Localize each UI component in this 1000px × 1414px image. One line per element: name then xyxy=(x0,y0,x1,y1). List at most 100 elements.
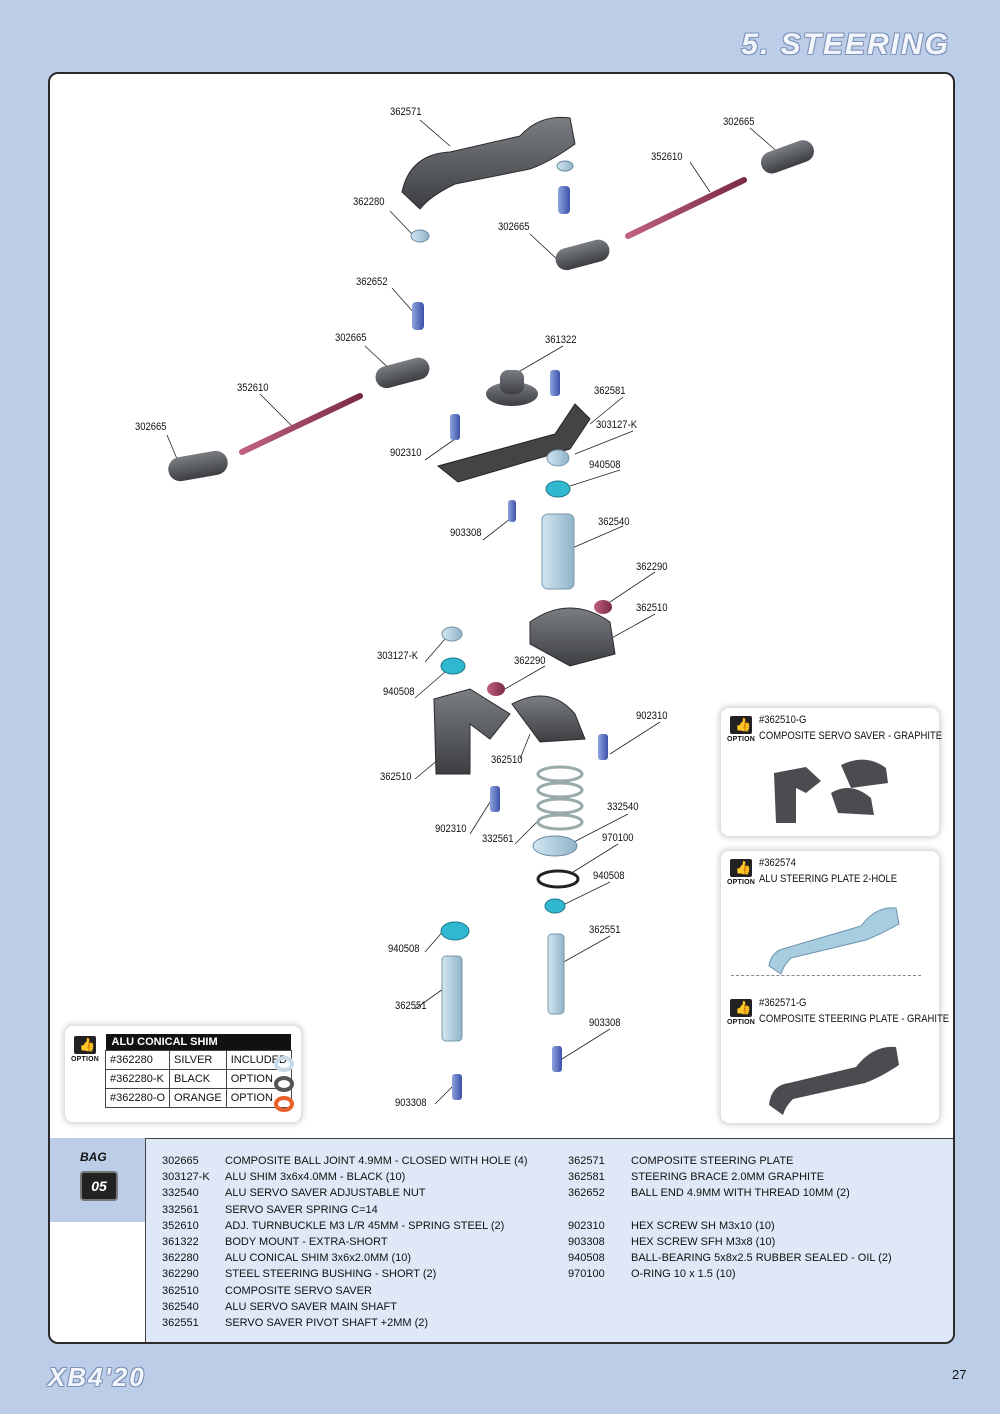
exploded-diagram xyxy=(166,116,814,1105)
part-code: 362581 xyxy=(568,1171,605,1184)
body-mount-part xyxy=(486,370,538,406)
table-row: #362280-K BLACK OPTION xyxy=(104,1069,292,1089)
thumbs-up-icon: 👍 OPTION xyxy=(727,859,756,886)
part-callout-label: 362280 xyxy=(353,196,385,208)
part-description: HEX SCREW SFH M3x8 (10) xyxy=(631,1235,776,1248)
part-callout-label: 940508 xyxy=(593,870,625,882)
shim-swatches xyxy=(274,1056,294,1112)
adjustable-nut-part xyxy=(532,835,578,857)
list-item: 302665 COMPOSITE BALL JOINT 4.9MM - CLOSE… xyxy=(162,1153,528,1169)
bearing-part xyxy=(440,480,571,941)
part-code: 352610 xyxy=(162,1219,199,1232)
option-servo-saver-graphite: 👍 OPTION #362510-G COMPOSITE SERVO SAVER… xyxy=(721,708,943,836)
part-callout-label: 362510 xyxy=(636,602,668,614)
option-name: COMPOSITE SERVO SAVER - GRAPHITE xyxy=(759,730,943,742)
brand-logo: XB4'20 xyxy=(48,1362,146,1392)
servo-saver-graphite-illustration xyxy=(774,759,888,823)
part-callout-label: 902310 xyxy=(435,823,467,835)
part-callout-label: 332561 xyxy=(482,833,514,845)
option-steering-plates: 👍 OPTION #362574 ALU STEERING PLATE 2-HO… xyxy=(721,851,949,1123)
option-name: COMPOSITE STEERING PLATE - GRAHITE xyxy=(759,1013,950,1025)
part-code: 362540 xyxy=(162,1300,199,1313)
part-callout-label: 332540 xyxy=(607,801,639,813)
parts-list-left: 302665 COMPOSITE BALL JOINT 4.9MM - CLOSE… xyxy=(162,1153,528,1331)
screw-part xyxy=(450,370,608,1100)
option-code: #362574 xyxy=(759,857,796,869)
list-item xyxy=(568,1202,892,1218)
part-code: 332540 xyxy=(162,1187,199,1200)
part-callout-label: 362290 xyxy=(636,561,668,573)
part-description: SERVO SAVER PIVOT SHAFT +2MM (2) xyxy=(225,1316,429,1329)
part-callout-label: 362510 xyxy=(491,754,523,766)
part-callout-label: 940508 xyxy=(589,459,621,471)
main-shaft-part xyxy=(541,513,575,590)
o-ring-part xyxy=(536,869,580,889)
ball-end-part xyxy=(412,186,570,330)
part-callout-label: 361322 xyxy=(545,334,577,346)
part-description: ALU SERVO SAVER ADJUSTABLE NUT xyxy=(225,1187,426,1200)
part-description: BODY MOUNT - EXTRA-SHORT xyxy=(225,1235,388,1248)
part-callout-label: 903308 xyxy=(395,1097,427,1109)
part-callout-label: 352610 xyxy=(237,382,269,394)
option-code: #362571-G xyxy=(759,997,807,1009)
part-callout-label: 902310 xyxy=(390,447,422,459)
part-callout-label: 902310 xyxy=(636,710,668,722)
option-code: #362510-G xyxy=(759,714,807,726)
part-code: 362290 xyxy=(162,1268,199,1281)
part-code: 902310 xyxy=(568,1219,605,1232)
part-description: STEERING BRACE 2.0MM GRAPHITE xyxy=(631,1171,825,1184)
part-callout-label: 362551 xyxy=(589,924,621,936)
bag-number: 05 xyxy=(80,1171,118,1201)
part-code: 362510 xyxy=(162,1284,199,1297)
part-description: COMPOSITE STEERING PLATE xyxy=(631,1155,794,1167)
steering-plate-part xyxy=(401,116,576,210)
steering-brace-part xyxy=(436,403,591,483)
part-callout-label: 352610 xyxy=(651,151,683,163)
part-description: ALU CONICAL SHIM 3x6x2.0MM (10) xyxy=(225,1252,412,1265)
list-item: 361322 BODY MOUNT - EXTRA-SHORT xyxy=(162,1234,528,1250)
part-description: ALU SHIM 3x6x4.0MM - BLACK (10) xyxy=(225,1171,406,1184)
bushing-part xyxy=(487,600,612,696)
leader-lines xyxy=(166,119,781,1105)
ball-joint-part xyxy=(168,140,814,482)
page-number: 27 xyxy=(952,1367,967,1382)
part-code: 302665 xyxy=(162,1155,199,1167)
part-callout-label: 302665 xyxy=(723,116,755,128)
part-callout-label: 302665 xyxy=(135,421,167,433)
part-description: COMPOSITE BALL JOINT 4.9MM - CLOSED WITH… xyxy=(225,1155,528,1167)
part-description: O-RING 10 x 1.5 (10) xyxy=(631,1268,736,1281)
part-callout-label: 903308 xyxy=(589,1017,621,1029)
spring-part xyxy=(536,765,584,831)
list-item: 332561 SERVO SAVER SPRING C=14 xyxy=(162,1202,528,1218)
part-code: 332561 xyxy=(162,1203,199,1216)
part-callout-label: 362551 xyxy=(395,1000,427,1012)
shim-table: ALU CONICAL SHIM #362280 SILVER INCLUDED… xyxy=(104,1034,292,1108)
part-description: ADJ. TURNBUCKLE M3 L/R 45MM - SPRING STE… xyxy=(225,1219,505,1232)
conical-shim-part xyxy=(410,229,430,243)
list-item: 362280 ALU CONICAL SHIM 3x6x2.0MM (10) xyxy=(162,1250,528,1266)
list-item: 362581 STEERING BRACE 2.0MM GRAPHITE xyxy=(568,1169,892,1185)
part-code: 362551 xyxy=(162,1316,199,1329)
part-callout-label: 362540 xyxy=(598,516,630,528)
part-description: SERVO SAVER SPRING C=14 xyxy=(225,1203,378,1216)
turnbuckle-part xyxy=(239,177,747,455)
part-code: 303127-K xyxy=(162,1171,210,1184)
option-divider xyxy=(731,975,921,976)
part-code: 940508 xyxy=(568,1252,605,1265)
servo-saver-part xyxy=(433,607,616,775)
list-item: 362290 STEEL STEERING BUSHING - SHORT (2) xyxy=(162,1266,528,1282)
part-code: 361322 xyxy=(162,1235,199,1248)
bag-label: BAG xyxy=(80,1150,107,1164)
part-callout-label: 303127-K xyxy=(377,650,419,662)
part-description: ALU SERVO SAVER MAIN SHAFT xyxy=(225,1300,397,1313)
part-callout-label: 903308 xyxy=(450,527,482,539)
part-description: STEEL STEERING BUSHING - SHORT (2) xyxy=(225,1268,437,1281)
alu-conical-shim-box: 👍 OPTION ALU CONICAL SHIM #362280 SILVER… xyxy=(65,1026,301,1122)
part-code: 362652 xyxy=(568,1187,605,1200)
part-code: 362280 xyxy=(162,1252,199,1265)
